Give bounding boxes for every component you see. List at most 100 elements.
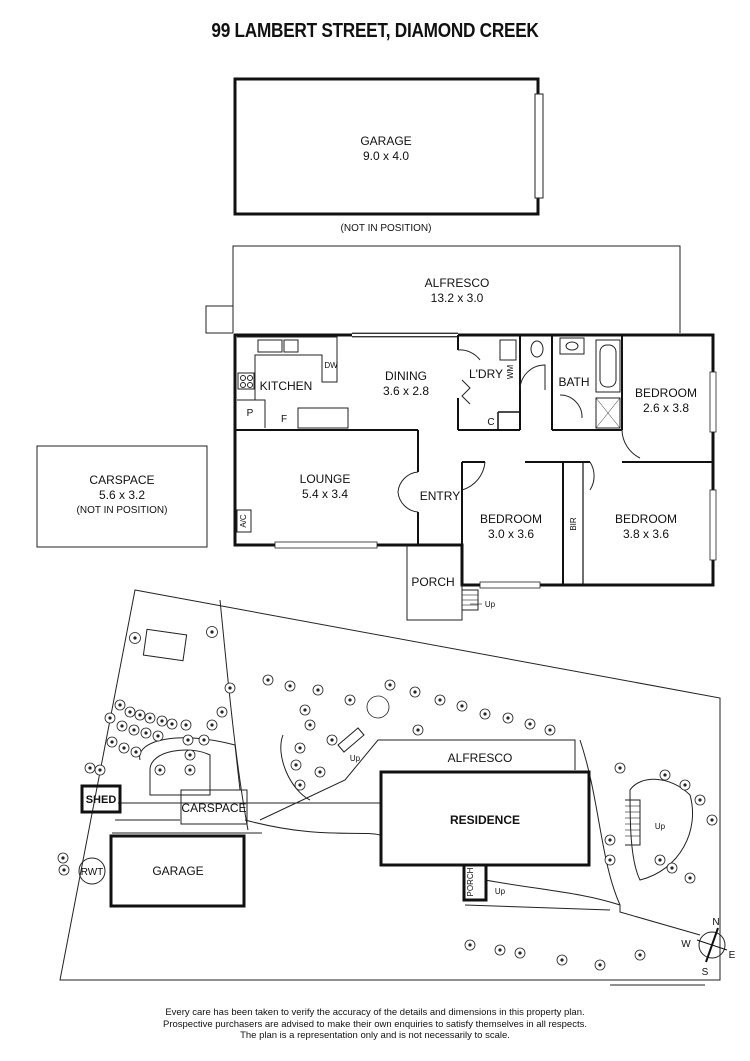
- kitchen-name: KITCHEN: [260, 379, 313, 393]
- site-up-label-porch: Up: [495, 887, 506, 896]
- bedroom2-name: BEDROOM: [480, 512, 542, 526]
- tree-icon-center: [468, 943, 472, 947]
- tree-icon-center: [170, 722, 174, 726]
- ac-label: A/C: [239, 514, 248, 528]
- tree-icon-center: [98, 768, 102, 772]
- tree-icon-center: [330, 738, 334, 742]
- carspace-block: CARSPACE 5.6 x 3.2 (NOT IN POSITION): [36, 445, 208, 548]
- bedroom1-dims: 2.6 x 3.8: [643, 401, 689, 415]
- disclaimer-line-2: Prospective purchasers are advised to ma…: [162, 1018, 587, 1030]
- tree-icon-center: [688, 876, 692, 880]
- tree-icon-center: [184, 723, 188, 727]
- page-title: 99 LAMBERT STREET, DIAMOND CREEK: [211, 20, 539, 42]
- tree-icon-center: [133, 636, 137, 640]
- garage-block: GARAGE 9.0 x 4.0 (NOT IN POSITION): [233, 77, 544, 234]
- site-up-label-west: Up: [350, 754, 361, 763]
- tree-icon-center: [658, 858, 662, 862]
- compass-n: N: [712, 917, 719, 928]
- site-trees: [57, 626, 718, 971]
- tree-icon-center: [316, 688, 320, 692]
- tree-icon-center: [618, 766, 622, 770]
- feature-tree-icon: [366, 695, 390, 719]
- tree-icon-center: [598, 963, 602, 967]
- tree-icon-center: [220, 710, 224, 714]
- disclaimer: Every care has been taken to verify the …: [0, 1007, 750, 1042]
- tree-icon-center: [298, 783, 302, 787]
- site-up-label-east: Up: [655, 822, 666, 831]
- tree-icon-center: [266, 678, 270, 682]
- disclaimer-line-1: Every care has been taken to verify the …: [165, 1007, 585, 1018]
- alfresco-area: ALFRESCO 13.2 x 3.0: [205, 245, 681, 334]
- bedroom2-dims: 3.0 x 3.6: [488, 527, 534, 541]
- tree-icon-center: [210, 723, 214, 727]
- tree-icon-center: [308, 723, 312, 727]
- tree-icon-center: [62, 868, 66, 872]
- compass-w: W: [681, 939, 691, 950]
- alfresco-name: ALFRESCO: [425, 276, 490, 290]
- alfresco-dims: 13.2 x 3.0: [431, 291, 484, 305]
- tree-icon-center: [298, 746, 302, 750]
- carspace-dims: 5.6 x 3.2: [99, 488, 145, 502]
- tree-icon-center: [683, 783, 687, 787]
- site-carspace: CARSPACE: [181, 801, 246, 815]
- tree-icon-center: [210, 630, 214, 634]
- site-alfresco: ALFRESCO: [448, 751, 513, 765]
- site-residence: RESIDENCE: [450, 813, 520, 827]
- tree-icon-center: [118, 703, 122, 707]
- tree-icon-center: [202, 738, 206, 742]
- tree-icon-center: [710, 818, 714, 822]
- porch: PORCH Up: [406, 545, 496, 621]
- tree-icon-center: [134, 750, 138, 754]
- tree-icon-center: [132, 728, 136, 732]
- porch-up-label: Up: [485, 600, 496, 609]
- disclaimer-line-3: The plan is a representation only and is…: [240, 1030, 510, 1041]
- tree-icon-center: [388, 683, 392, 687]
- entry-name: ENTRY: [420, 489, 460, 503]
- tree-icon-center: [288, 684, 292, 688]
- tree-icon-center: [128, 710, 132, 714]
- porch-name: PORCH: [411, 575, 454, 589]
- wm-label: WM: [506, 365, 515, 380]
- bir-label: BIR: [569, 517, 578, 531]
- tree-icon-center: [548, 728, 552, 732]
- tree-icon-center: [61, 856, 65, 860]
- tree-icon-center: [122, 746, 126, 750]
- tree-icon-center: [120, 724, 124, 728]
- tree-icon-center: [670, 866, 674, 870]
- dining-dims: 3.6 x 2.8: [383, 384, 429, 398]
- tree-icon-center: [528, 722, 532, 726]
- carspace-name: CARSPACE: [89, 473, 154, 487]
- tree-icon-center: [318, 770, 322, 774]
- tree-icon-center: [483, 712, 487, 716]
- tree-icon-center: [188, 768, 192, 772]
- tree-icon-center: [303, 708, 307, 712]
- tree-icon-center: [608, 838, 612, 842]
- house-walls: [233, 332, 717, 589]
- tree-icon-center: [188, 753, 192, 757]
- garage-name: GARAGE: [360, 134, 411, 148]
- tree-icon-center: [156, 734, 160, 738]
- lounge-name: LOUNGE: [300, 472, 351, 486]
- garage-note: (NOT IN POSITION): [341, 223, 432, 234]
- tree-icon-center: [138, 713, 142, 717]
- laundry-name: L'DRY: [469, 367, 503, 381]
- tree-icon-center: [148, 716, 152, 720]
- tree-icon-center: [416, 728, 420, 732]
- tree-icon-center: [108, 716, 112, 720]
- site-porch: PORCH: [466, 867, 475, 896]
- carspace-note: (NOT IN POSITION): [77, 505, 168, 516]
- tree-icon-center: [158, 768, 162, 772]
- dining-name: DINING: [385, 369, 427, 383]
- laundry: L'DRY WM C: [457, 339, 517, 428]
- bathroom: BATH: [519, 337, 621, 429]
- tree-icon-center: [88, 766, 92, 770]
- tree-icon-center: [228, 686, 232, 690]
- tree-icon-center: [506, 716, 510, 720]
- bath-name: BATH: [558, 375, 589, 389]
- compass-e: E: [729, 950, 736, 961]
- tree-icon-center: [518, 951, 522, 955]
- tree-icon-center: [348, 698, 352, 702]
- tree-icon-center: [638, 953, 642, 957]
- tree-icon-center: [160, 719, 164, 723]
